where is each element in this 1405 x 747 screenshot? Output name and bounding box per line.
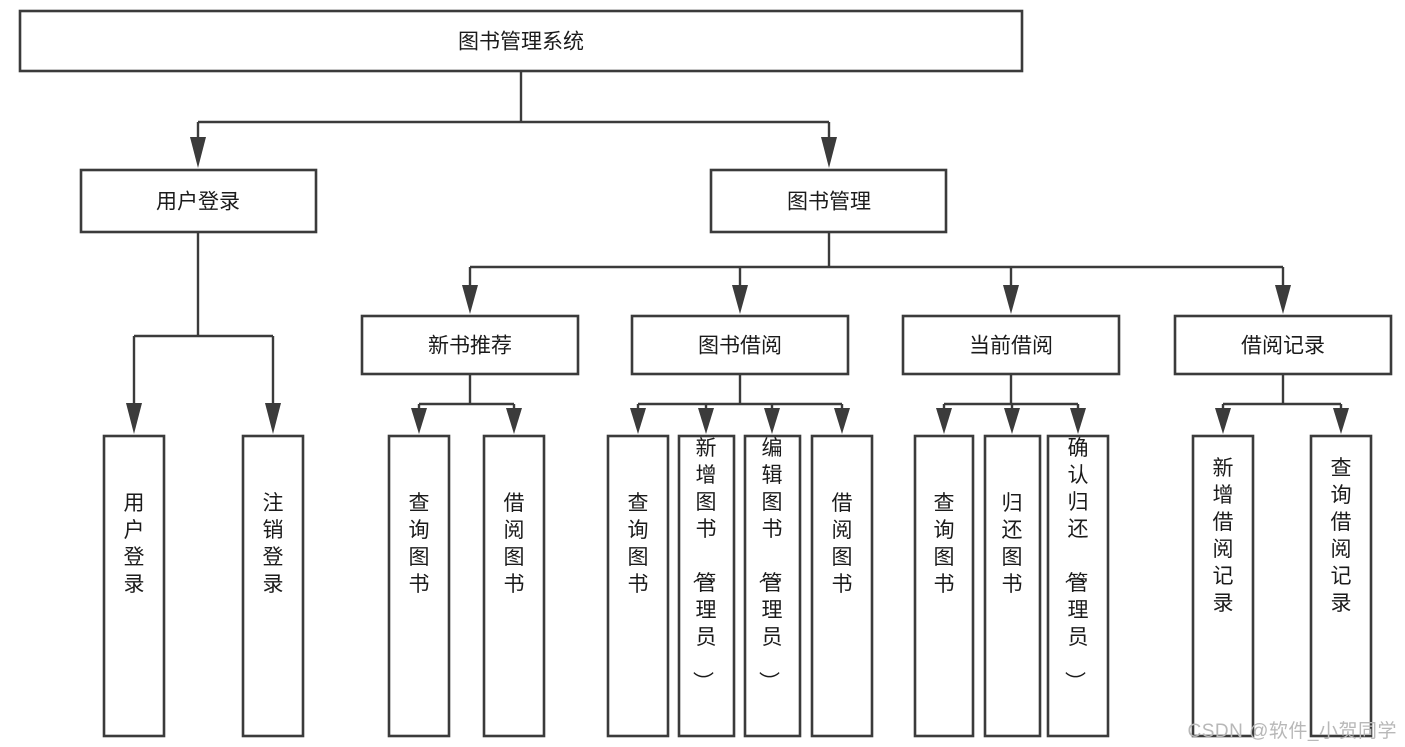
node-user-login-box[interactable] <box>79 168 318 234</box>
arrowhead-leaf-query-book-a <box>411 408 427 434</box>
arrowhead-leaf-borrow-book-a <box>506 408 522 434</box>
node-root[interactable]: 图书管理系统 <box>18 9 1024 73</box>
arrowhead-leaf-logout <box>265 403 281 434</box>
arrowhead-leaf-query-record <box>1333 408 1349 434</box>
node-leaf-borrow-book-a-box[interactable] <box>482 434 546 738</box>
node-current-borrow[interactable]: 当前借阅 <box>901 314 1121 376</box>
connector-layer <box>126 71 1349 434</box>
node-leaf-edit-book-label: 编辑图书（管理员） <box>757 437 783 692</box>
node-leaf-query-book-c-box[interactable] <box>913 434 975 738</box>
node-leaf-return-book-box[interactable] <box>983 434 1042 738</box>
node-leaf-add-record-label: 新增借阅记录 <box>1213 457 1234 615</box>
node-leaf-query-record[interactable]: 查询借阅记录 <box>1309 434 1373 738</box>
node-leaf-query-book-a-box[interactable] <box>387 434 451 738</box>
arrowhead-leaf-query-book-b <box>630 408 646 434</box>
node-new-book-rec[interactable]: 新书推荐 <box>360 314 580 376</box>
node-leaf-edit-book[interactable]: 编辑图书（管理员） <box>743 434 802 738</box>
node-leaf-query-book-a[interactable]: 查询图书 <box>387 434 451 738</box>
node-book-borrow-box[interactable] <box>630 314 850 376</box>
node-new-book-rec-box[interactable] <box>360 314 580 376</box>
arrowhead-leaf-borrow-book-b <box>834 408 850 434</box>
node-leaf-add-book-label: 新增图书（管理员） <box>691 437 717 692</box>
node-book-borrow[interactable]: 图书借阅 <box>630 314 850 376</box>
node-user-login[interactable]: 用户登录 <box>79 168 318 234</box>
arrowhead-leaf-return-book <box>1004 408 1020 434</box>
node-leaf-confirm-return-box[interactable] <box>1046 434 1110 738</box>
arrowhead-leaf-query-book-c <box>936 408 952 434</box>
node-leaf-query-book-c-label: 查询图书 <box>934 492 955 596</box>
node-leaf-confirm-return[interactable]: 确认归还（管理员） <box>1046 434 1110 738</box>
node-leaf-borrow-book-b-label: 借阅图书 <box>832 492 853 596</box>
arrowhead-borrow-record <box>1275 285 1291 314</box>
node-leaf-user-login-label: 用户登录 <box>124 492 145 596</box>
node-leaf-return-book-label: 归还图书 <box>1002 492 1023 596</box>
node-leaf-confirm-return-label: 确认归还（管理员） <box>1063 437 1089 692</box>
node-book-borrow-label: 图书借阅 <box>698 335 782 358</box>
node-leaf-return-book[interactable]: 归还图书 <box>983 434 1042 738</box>
node-leaf-logout-label: 注销登录 <box>263 492 284 596</box>
node-leaf-borrow-book-b-box[interactable] <box>810 434 874 738</box>
node-borrow-record-label: 借阅记录 <box>1241 335 1325 358</box>
node-leaf-user-login-box[interactable] <box>102 434 166 738</box>
node-leaf-query-book-a-label: 查询图书 <box>409 492 430 596</box>
node-leaf-borrow-book-b[interactable]: 借阅图书 <box>810 434 874 738</box>
node-book-manage[interactable]: 图书管理 <box>709 168 948 234</box>
node-current-borrow-label: 当前借阅 <box>969 335 1053 358</box>
node-leaf-logout[interactable]: 注销登录 <box>241 434 305 738</box>
node-leaf-edit-book-box[interactable] <box>743 434 802 738</box>
node-leaf-query-record-box[interactable] <box>1309 434 1373 738</box>
arrowhead-current-borrow <box>1003 285 1019 314</box>
node-leaf-user-login[interactable]: 用户登录 <box>102 434 166 738</box>
node-book-manage-box[interactable] <box>709 168 948 234</box>
arrowhead-leaf-confirm-return <box>1070 408 1086 434</box>
node-new-book-rec-label: 新书推荐 <box>428 335 512 358</box>
arrowhead-leaf-edit-book <box>764 408 780 434</box>
arrowhead-leaf-user-login <box>126 403 142 434</box>
node-borrow-record[interactable]: 借阅记录 <box>1173 314 1393 376</box>
node-borrow-record-box[interactable] <box>1173 314 1393 376</box>
node-leaf-add-record-box[interactable] <box>1191 434 1255 738</box>
node-book-manage-label: 图书管理 <box>787 191 871 214</box>
node-current-borrow-box[interactable] <box>901 314 1121 376</box>
node-leaf-add-book-box[interactable] <box>677 434 736 738</box>
node-leaf-query-book-c[interactable]: 查询图书 <box>913 434 975 738</box>
arrowhead-leaf-add-record <box>1215 408 1231 434</box>
arrowhead-leaf-add-book <box>698 408 714 434</box>
arrowhead-user-login <box>190 137 206 168</box>
node-user-login-label: 用户登录 <box>156 191 240 214</box>
node-leaf-add-book[interactable]: 新增图书（管理员） <box>677 434 736 738</box>
node-leaf-borrow-book-a[interactable]: 借阅图书 <box>482 434 546 738</box>
node-root-label: 图书管理系统 <box>458 31 584 54</box>
arrowhead-new-book-rec <box>462 285 478 314</box>
arrowhead-book-borrow <box>732 285 748 314</box>
node-root-box[interactable] <box>18 9 1024 73</box>
node-leaf-query-book-b-box[interactable] <box>606 434 670 738</box>
node-leaf-query-book-b-label: 查询图书 <box>628 492 649 596</box>
node-leaf-add-record[interactable]: 新增借阅记录 <box>1191 434 1255 738</box>
node-leaf-borrow-book-a-label: 借阅图书 <box>504 492 525 596</box>
node-leaf-query-book-b[interactable]: 查询图书 <box>606 434 670 738</box>
node-leaf-logout-box[interactable] <box>241 434 305 738</box>
node-leaf-query-record-label: 查询借阅记录 <box>1331 457 1352 615</box>
arrowhead-book-manage <box>821 137 837 168</box>
